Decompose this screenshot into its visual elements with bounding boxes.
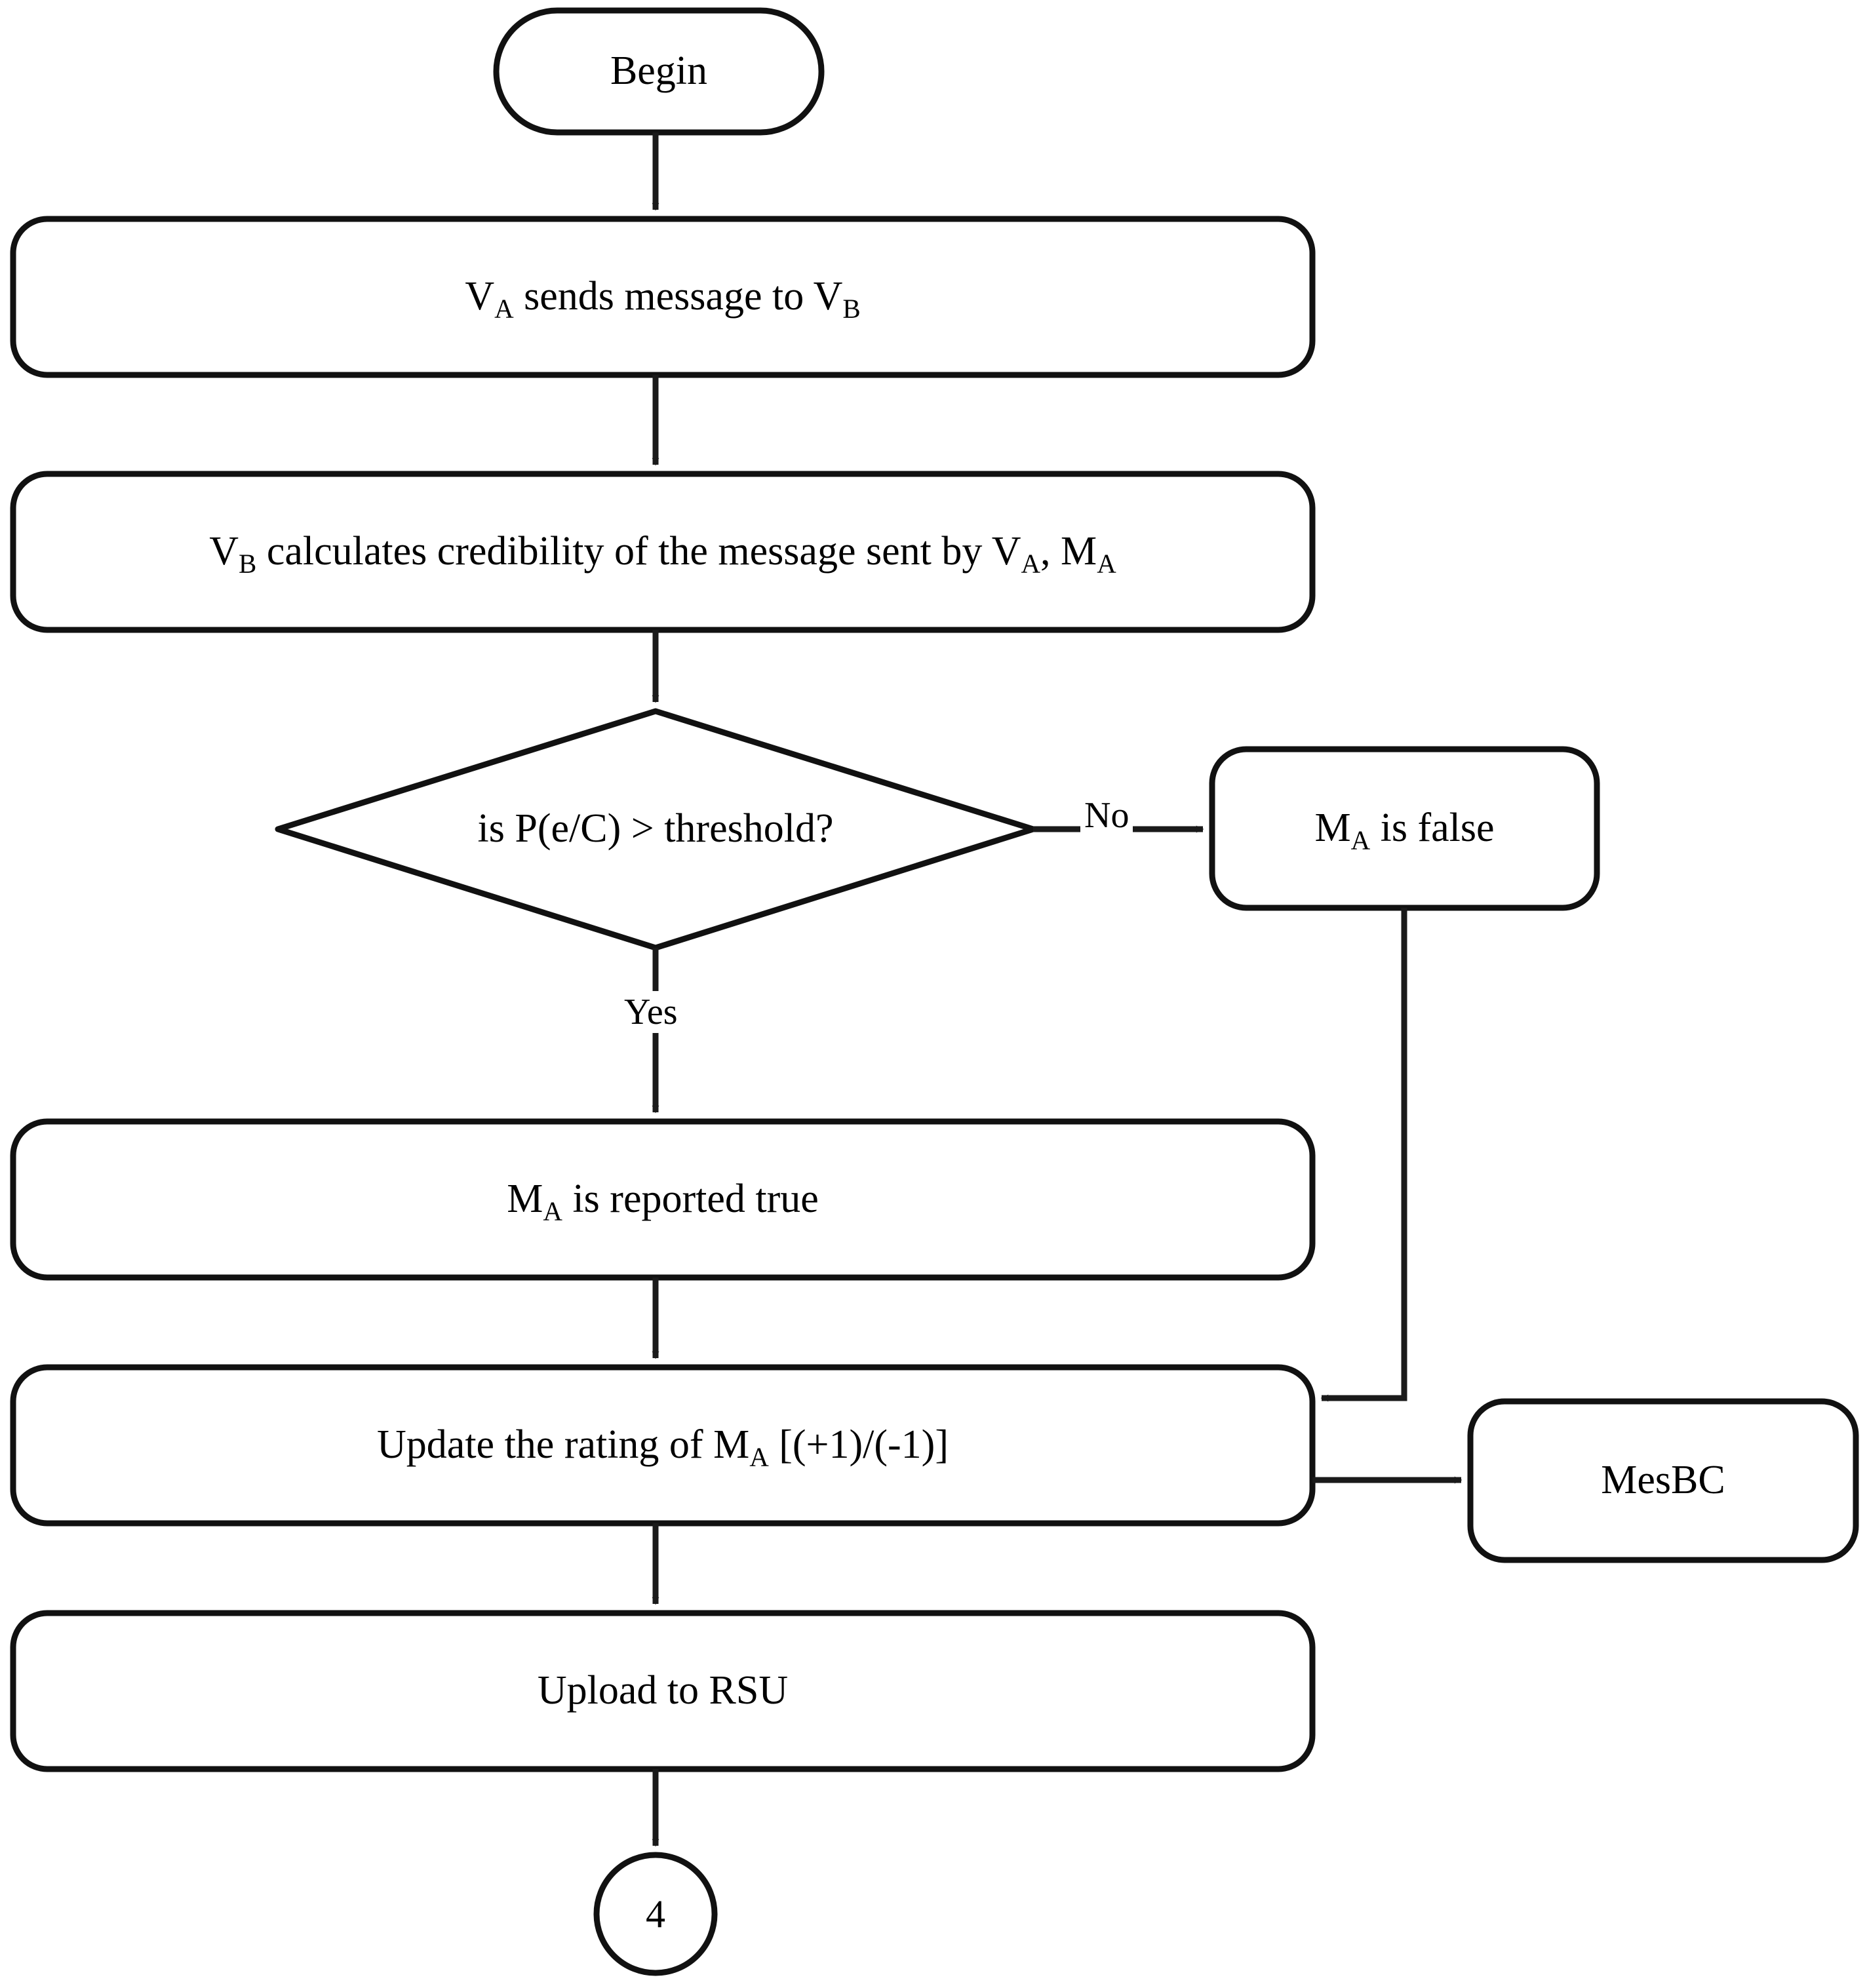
node-shape-calculate-credibility xyxy=(10,471,1316,633)
node-shape-update-rating xyxy=(10,1364,1316,1527)
node-shape-upload-rsu xyxy=(10,1610,1316,1772)
node-shape-mesbc xyxy=(1467,1398,1859,1563)
node-shape-decision-threshold xyxy=(275,708,1036,951)
node-shape-message-true xyxy=(10,1118,1316,1281)
node-shape-begin xyxy=(493,7,825,136)
node-shape-send-message xyxy=(10,216,1316,378)
edge-message-false-to-update-rating xyxy=(1320,908,1407,1402)
node-shape-message-false xyxy=(1209,746,1600,911)
node-shape-connector-4 xyxy=(593,1852,718,1976)
